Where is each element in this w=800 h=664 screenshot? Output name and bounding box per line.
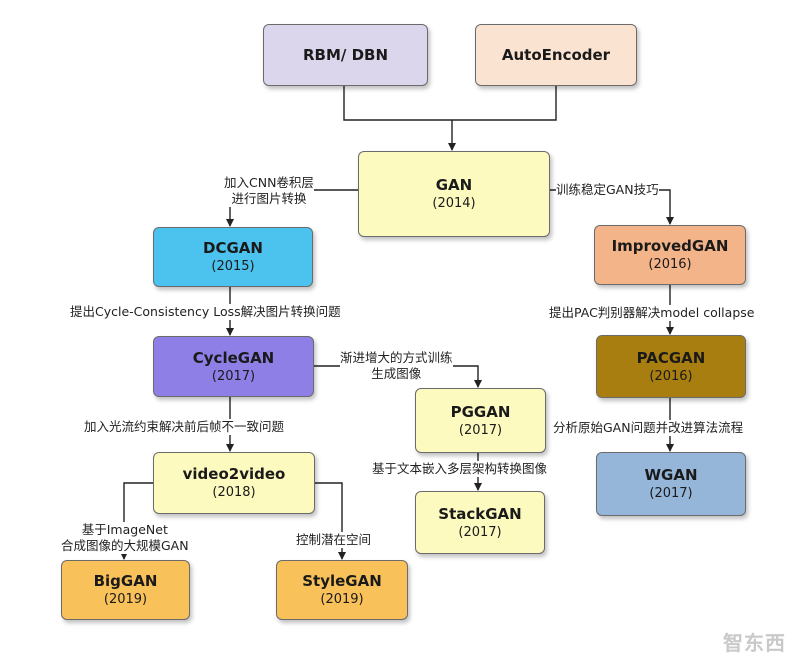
node-name: CycleGAN <box>192 348 275 367</box>
node-cyclegan: CycleGAN (2017) <box>153 336 314 397</box>
edge-label-line: 渐进增大的方式训练 <box>340 350 453 366</box>
edge-label-pacgan-wgan: 分析原始GAN问题并改进算法流程 <box>553 420 744 436</box>
node-year: (2017) <box>649 486 693 501</box>
node-biggan: BigGAN (2019) <box>61 560 190 620</box>
edge-rbm-gan <box>343 86 452 121</box>
edge-label-dcgan-cyclegan: 提出Cycle-Consistency Loss解决图片转换问题 <box>70 304 341 320</box>
node-name: RBM/ DBN <box>302 46 389 64</box>
node-pggan: PGGAN (2017) <box>415 388 546 453</box>
node-pacgan: PACGAN (2016) <box>596 335 746 398</box>
node-year: (2014) <box>432 196 476 211</box>
node-year: (2018) <box>212 485 256 500</box>
edge-label-gan-dcgan: 加入CNN卷积层 进行图片转换 <box>224 175 314 207</box>
node-name: StackGAN <box>438 504 522 523</box>
node-year: (2016) <box>649 368 693 384</box>
node-name: WGAN <box>644 466 698 484</box>
node-stylegan: StyleGAN (2019) <box>276 560 408 620</box>
node-name: StyleGAN <box>302 572 382 590</box>
node-year: (2017) <box>211 368 256 384</box>
edge-label-line: 生成图像 <box>340 366 453 382</box>
node-stackgan: StackGAN (2017) <box>415 491 545 554</box>
node-year: (2019) <box>320 592 364 607</box>
node-name: video2video <box>182 465 286 483</box>
node-rbm-dbn: RBM/ DBN <box>263 24 428 86</box>
node-year: (2019) <box>103 592 148 607</box>
node-year: (2017) <box>458 422 503 438</box>
edge-autoencoder-gan <box>452 86 557 121</box>
edge-label-line: 进行图片转换 <box>231 191 307 206</box>
node-name: PGGAN <box>450 402 511 421</box>
edge-label-video2video-stylegan: 控制潜在空间 <box>296 532 372 548</box>
watermark-logo: 智东西 <box>723 631 786 655</box>
node-improvedgan: ImprovedGAN (2016) <box>594 225 746 285</box>
node-year: (2017) <box>458 524 502 540</box>
edge-label-line: 加入CNN卷积层 <box>224 175 314 190</box>
node-video2video: video2video (2018) <box>153 452 315 514</box>
edge-label-video2video-biggan: 基于ImageNet 合成图像的大规模GAN <box>61 522 189 554</box>
node-wgan: WGAN (2017) <box>596 452 746 516</box>
node-name: AutoEncoder <box>501 46 611 64</box>
edge-label-cyclegan-pggan: 渐进增大的方式训练 生成图像 <box>340 350 453 382</box>
edge-label-gan-improvedgan: 训练稳定GAN技巧 <box>556 182 659 198</box>
node-year: (2015) <box>211 259 255 274</box>
edge-label-improvedgan-pacgan: 提出PAC判别器解决model collapse <box>549 305 755 321</box>
node-autoencoder: AutoEncoder <box>475 24 637 86</box>
node-name: DCGAN <box>203 239 263 257</box>
node-dcgan: DCGAN (2015) <box>153 227 313 287</box>
node-gan: GAN (2014) <box>358 151 550 237</box>
node-name: BigGAN <box>93 572 158 590</box>
node-year: (2016) <box>648 257 692 272</box>
node-name: ImprovedGAN <box>611 237 729 255</box>
edge-label-pggan-stackgan: 基于文本嵌入多层架构转换图像 <box>372 461 548 477</box>
edge-label-cyclegan-video2video: 加入光流约束解决前后帧不一致问题 <box>84 419 285 435</box>
edge-label-line: 基于ImageNet <box>81 522 168 537</box>
edge-label-line: 合成图像的大规模GAN <box>61 538 189 553</box>
node-name: PACGAN <box>636 348 706 367</box>
node-name: GAN <box>435 176 473 194</box>
